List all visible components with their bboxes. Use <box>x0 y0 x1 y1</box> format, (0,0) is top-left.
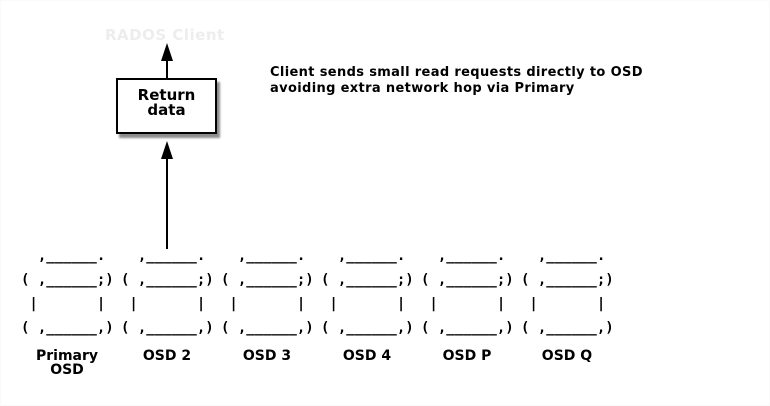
osd-label: OSD 4 <box>343 349 391 363</box>
osd-label-line1: OSD P <box>442 348 492 364</box>
return-data-box: Return data <box>116 78 217 134</box>
osd-label-line1: OSD 2 <box>142 348 192 364</box>
annotation-line2: avoiding extra network hop via Primary <box>270 81 575 96</box>
osd-ascii-art: ,______. ( ,______;) | | ( ,______,) <box>421 248 514 336</box>
osd-ascii-art: ,______. ( ,______;) | | ( ,______,) <box>21 248 114 336</box>
osd-label: OSD Q <box>542 349 592 363</box>
arrow-up-icon <box>161 43 173 61</box>
arrow-shaft <box>166 61 168 79</box>
return-box-line2: data <box>147 101 186 119</box>
osd-label-line1: OSD 4 <box>342 348 392 364</box>
osd-label-line1: OSD 3 <box>242 348 292 364</box>
osd-label-line2: OSD <box>50 362 84 378</box>
rados-client-ghost-title: RADOS Client <box>105 26 225 44</box>
osd-label: OSD P <box>443 349 492 363</box>
arrow-osd-to-box <box>161 141 173 249</box>
osd-label: OSD 3 <box>243 349 291 363</box>
arrow-shaft <box>166 159 168 249</box>
arrow-up-icon <box>161 141 173 159</box>
annotation-text: Client sends small read requests directl… <box>270 65 643 97</box>
annotation-line1: Client sends small read requests directl… <box>270 65 643 80</box>
osd-ascii-art: ,______. ( ,______;) | | ( ,______,) <box>521 248 614 336</box>
return-box-line1: Return <box>137 86 196 104</box>
osd-label-line1: OSD Q <box>541 348 593 364</box>
osd-ascii-art: ,______. ( ,______;) | | ( ,______,) <box>321 248 414 336</box>
arrow-box-to-client <box>161 43 173 79</box>
osd-ascii-art: ,______. ( ,______;) | | ( ,______,) <box>121 248 214 336</box>
osd-ascii-art: ,______. ( ,______;) | | ( ,______,) <box>221 248 314 336</box>
osd-label-line1: Primary <box>35 348 99 364</box>
osd-label: OSD 2 <box>143 349 191 363</box>
